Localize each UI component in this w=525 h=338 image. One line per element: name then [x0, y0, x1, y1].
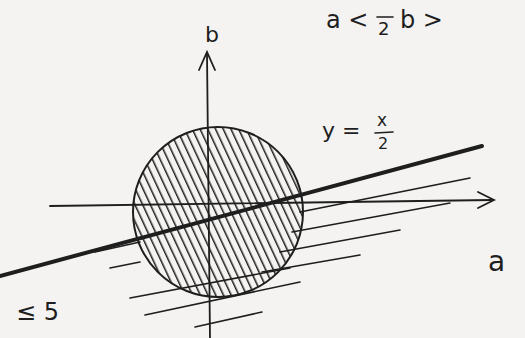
b-axis — [207, 54, 210, 338]
axis-label: b — [205, 24, 219, 46]
arrow-head — [199, 52, 215, 70]
region-condition: a < — [326, 8, 368, 32]
arrow-head — [478, 192, 494, 208]
region-condition: b > — [400, 8, 443, 32]
fraction-bar — [377, 16, 393, 18]
fraction-denominator: 2 — [378, 20, 389, 38]
fraction-numerator: x — [377, 112, 387, 129]
fraction-denominator: 2 — [378, 136, 388, 152]
bound-note: ≤ 5 — [16, 300, 59, 324]
line-y-x-half — [0, 146, 482, 276]
shaded-disc — [133, 127, 303, 297]
axis-label: a — [488, 248, 505, 276]
fraction-bar — [375, 132, 393, 133]
line-equation: y = — [322, 120, 360, 142]
